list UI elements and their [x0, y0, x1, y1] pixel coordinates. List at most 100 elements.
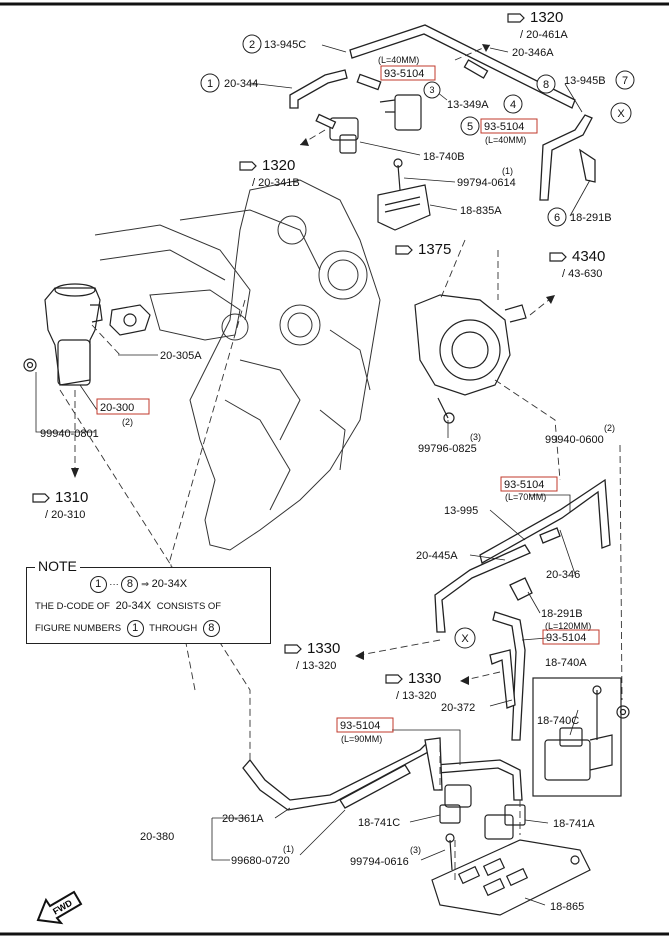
egr-valve [44, 283, 103, 386]
fwd-arrow-icon: FWD [36, 890, 83, 925]
engine-block [94, 179, 381, 551]
label-99794-0616-qty: (3) [410, 845, 421, 855]
label-18-291b-mid: 18-291B [541, 608, 583, 620]
x-marker-mid: X [454, 627, 476, 649]
svg-text:/ 13-320: / 13-320 [396, 690, 436, 702]
label-18-740c: 18-740C [537, 715, 579, 727]
label-20-305a: 20-305A [160, 350, 202, 362]
circled-number-4: 4 [503, 94, 523, 114]
svg-text:3: 3 [429, 85, 434, 95]
label-18-865: 18-865 [550, 901, 584, 913]
vacuum-pump [414, 294, 527, 396]
lower-right-hoses [489, 611, 526, 741]
note-line-1: 1 ··· 8 ⇒ 20-34X [35, 576, 187, 593]
pump-bolt [437, 397, 455, 424]
svg-text:4340: 4340 [572, 248, 605, 265]
label-93-5104-bottom: 93-5104 [340, 720, 380, 732]
svg-text:1320: 1320 [530, 9, 563, 26]
ref-4340[interactable]: 4340 / 43-630 [549, 248, 605, 280]
bracket-18-865 [431, 833, 591, 916]
svg-text:6: 6 [554, 212, 560, 224]
circled-number-6: 6 [547, 207, 567, 227]
label-93-5104-top-len: (L=40MM) [378, 55, 419, 65]
solenoid-18-740b [329, 94, 422, 154]
label-99794-0614-qty: (1) [502, 166, 513, 176]
label-13-945c: 13-945C [264, 39, 306, 51]
svg-text:/ 20-341B: / 20-341B [252, 177, 300, 189]
label-20-380: 20-380 [140, 831, 174, 843]
label-99940-0801: 99940-0801 [40, 428, 99, 440]
label-93-5104-bottom-len: (L=90MM) [341, 734, 382, 744]
label-20-361a: 20-361A [222, 813, 264, 825]
label-99680-0720: 99680-0720 [231, 855, 290, 867]
label-99794-0616: 99794-0616 [350, 856, 409, 868]
label-93-5104-mid-right: 93-5104 [546, 632, 586, 644]
note-circle-to: 8 [121, 576, 139, 593]
ref-1330-right[interactable]: 1330 / 13-320 [385, 670, 441, 702]
label-99940-0600: 99940-0600 [545, 434, 604, 446]
label-20-300: 20-300 [100, 402, 134, 414]
note-box: NOTE 1 ··· 8 ⇒ 20-34X THE D-CODE OF 20-3… [26, 558, 271, 644]
solenoids-18-741 [439, 784, 526, 840]
circled-number-7: 7 [615, 70, 635, 90]
x-marker-top: X [610, 102, 632, 124]
note-circle-from: 1 [89, 576, 107, 593]
label-13-349a: 13-349A [447, 99, 489, 111]
label-93-5104-right-len: (L=40MM) [485, 135, 526, 145]
ref-1310[interactable]: 1310 / 20-310 [32, 489, 88, 521]
middle-hoses [434, 478, 611, 633]
label-93-5104-right: 93-5104 [484, 121, 524, 133]
label-93-5104-top: 93-5104 [384, 68, 424, 80]
dashed-flow-lines [59, 44, 623, 880]
label-20-445a: 20-445A [416, 550, 458, 562]
ref-1330-left[interactable]: 1330 / 13-320 [284, 640, 340, 672]
svg-text:2: 2 [249, 39, 255, 51]
svg-text:/ 43-630: / 43-630 [562, 268, 602, 280]
nut-99940-0600 [616, 705, 630, 719]
label-99796-0825-qty: (3) [470, 432, 481, 442]
svg-text:1310: 1310 [55, 489, 88, 506]
label-20-300-qty: (2) [122, 417, 133, 427]
label-93-5104-mid-len: (L=70MM) [505, 492, 546, 502]
svg-text:1320: 1320 [262, 157, 295, 174]
svg-text:1330: 1330 [408, 670, 441, 687]
label-20-346: 20-346 [546, 569, 580, 581]
svg-text:1330: 1330 [307, 640, 340, 657]
svg-text:1375: 1375 [418, 241, 451, 258]
bottom-hoses [242, 737, 523, 811]
arrowheads [71, 44, 555, 685]
svg-text:/ 20-461A: / 20-461A [520, 29, 568, 41]
solenoid-18-740a-box [532, 677, 622, 797]
label-20-346a: 20-346A [512, 47, 554, 59]
circled-number-3: 3 [423, 81, 441, 99]
svg-text:8: 8 [543, 79, 549, 91]
svg-text:5: 5 [467, 121, 473, 133]
svg-text:1: 1 [207, 78, 213, 90]
svg-text:X: X [461, 633, 469, 645]
svg-text:/ 20-310: / 20-310 [45, 509, 85, 521]
note-title: NOTE [35, 558, 80, 574]
label-20-344: 20-344 [224, 78, 258, 90]
svg-text:7: 7 [622, 75, 628, 87]
label-93-5104-mid: 93-5104 [504, 479, 544, 491]
label-13-995: 13-995 [444, 505, 478, 517]
label-13-945b: 13-945B [564, 75, 606, 87]
ref-1375[interactable]: 1375 [395, 241, 451, 258]
ref-1320-left[interactable]: 1320 / 20-341B [239, 157, 300, 189]
circled-number-8: 8 [536, 74, 556, 94]
circled-number-5: 5 [460, 116, 480, 136]
note-line-3: FIGURE NUMBERS 1 THROUGH 8 [35, 620, 220, 637]
label-18-740b: 18-740B [423, 151, 465, 163]
egr-nut [23, 358, 37, 372]
label-18-740a: 18-740A [545, 657, 587, 669]
leader-lines [35, 44, 591, 906]
label-99940-0600-qty: (2) [604, 423, 615, 433]
label-99796-0825: 99796-0825 [418, 443, 477, 455]
circled-number-1: 1 [200, 73, 220, 93]
note-line-2: THE D-CODE OF 20-34X CONSISTS OF [35, 600, 222, 612]
label-20-372: 20-372 [441, 702, 475, 714]
ref-1320-top[interactable]: 1320 / 20-461A [507, 9, 568, 41]
egr-gasket [109, 304, 151, 336]
label-18-291b-top: 18-291B [570, 212, 612, 224]
